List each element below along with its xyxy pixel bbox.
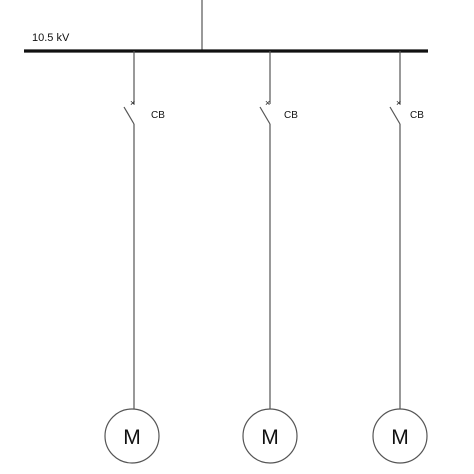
feeder-2-breaker-mark: × xyxy=(265,98,270,108)
feeder-2-motor xyxy=(242,408,298,464)
feeder-1-motor xyxy=(104,408,160,464)
feeder-2-motor-label: M xyxy=(261,426,279,449)
feeder-1-breaker-mark: × xyxy=(130,98,135,108)
feeder-2: × CB M xyxy=(242,51,298,464)
feeder-3-breaker-mark: × xyxy=(396,98,401,108)
feeder-1-breaker-label: CB xyxy=(151,110,165,121)
feeder-3-motor xyxy=(372,408,428,464)
feeder-3-motor-label: M xyxy=(391,426,409,449)
feeder-3: × CB M xyxy=(372,51,428,464)
feeder-3-breaker-label: CB xyxy=(410,110,424,121)
feeder-3-breaker-contact xyxy=(389,106,401,125)
busbar-voltage-label: 10.5 kV xyxy=(32,32,70,44)
feeder-2-breaker-contact xyxy=(259,106,271,125)
feeder-1-breaker-contact xyxy=(123,106,135,125)
feeder-1-motor-label: M xyxy=(123,426,141,449)
feeder-1: × CB M xyxy=(104,51,165,464)
feeder-2-breaker-label: CB xyxy=(284,110,298,121)
